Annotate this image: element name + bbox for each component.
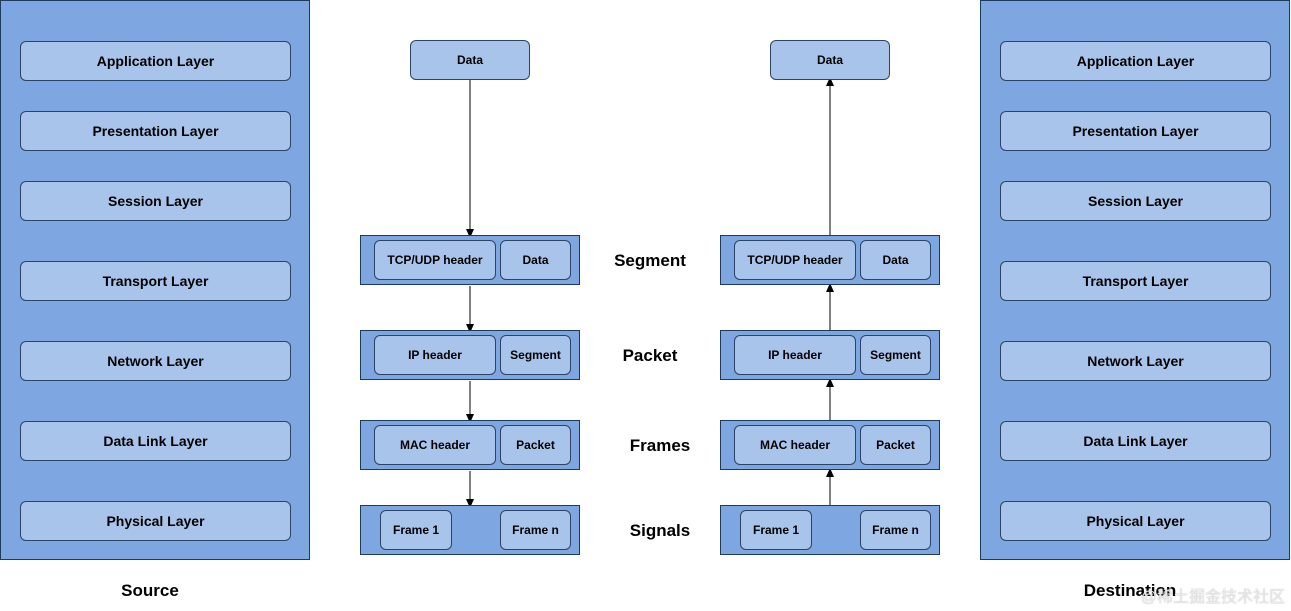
receiver-packet-segment: Segment: [860, 335, 931, 375]
unit-label-frames: Frames: [629, 436, 691, 455]
receiver-frame-bar: MAC header Packet: [720, 420, 940, 470]
source-panel: Application Layer Presentation Layer Ses…: [0, 0, 310, 560]
receiver-frame-1: Frame 1: [740, 510, 812, 550]
sender-segment-bar: TCP/UDP header Data: [360, 235, 580, 285]
source-session-layer: Session Layer: [20, 181, 291, 221]
unit-label-packet: Packet: [622, 346, 678, 365]
receiver-ip-header: IP header: [734, 335, 856, 375]
receiver-data-box: Data: [770, 40, 890, 80]
destination-network-layer: Network Layer: [1000, 341, 1271, 381]
sender-data-box: Data: [410, 40, 530, 80]
receiver-mac-header: MAC header: [734, 425, 856, 465]
receiver-segment-data: Data: [860, 240, 931, 280]
receiver-signal-bar: Frame 1 Frame n: [720, 505, 940, 555]
destination-session-layer: Session Layer: [1000, 181, 1271, 221]
source-presentation-layer: Presentation Layer: [20, 111, 291, 151]
sender-frame-bar: MAC header Packet: [360, 420, 580, 470]
receiver-frame-packet: Packet: [860, 425, 931, 465]
source-application-layer: Application Layer: [20, 41, 291, 81]
receiver-segment-bar: TCP/UDP header Data: [720, 235, 940, 285]
sender-mac-header: MAC header: [374, 425, 496, 465]
destination-physical-layer: Physical Layer: [1000, 501, 1271, 541]
sender-frame-1: Frame 1: [380, 510, 452, 550]
receiver-packet-bar: IP header Segment: [720, 330, 940, 380]
unit-label-signals: Signals: [629, 521, 691, 540]
watermark: @稀土掘金技术社区: [1140, 589, 1285, 606]
source-data-link-layer: Data Link Layer: [20, 421, 291, 461]
source-transport-layer: Transport Layer: [20, 261, 291, 301]
sender-packet-segment: Segment: [500, 335, 571, 375]
source-physical-layer: Physical Layer: [20, 501, 291, 541]
source-network-layer: Network Layer: [20, 341, 291, 381]
sender-tcp-udp-header: TCP/UDP header: [374, 240, 496, 280]
sender-frame-packet: Packet: [500, 425, 571, 465]
destination-caption: Destination: [1083, 581, 1177, 600]
sender-frame-n: Frame n: [500, 510, 571, 550]
receiver-tcp-udp-header: TCP/UDP header: [734, 240, 856, 280]
destination-transport-layer: Transport Layer: [1000, 261, 1271, 301]
sender-signal-bar: Frame 1 Frame n: [360, 505, 580, 555]
destination-application-layer: Application Layer: [1000, 41, 1271, 81]
sender-packet-bar: IP header Segment: [360, 330, 580, 380]
unit-label-segment: Segment: [614, 251, 686, 270]
destination-presentation-layer: Presentation Layer: [1000, 111, 1271, 151]
destination-data-link-layer: Data Link Layer: [1000, 421, 1271, 461]
source-caption: Source: [121, 581, 179, 600]
receiver-frame-n: Frame n: [860, 510, 931, 550]
sender-segment-data: Data: [500, 240, 571, 280]
sender-ip-header: IP header: [374, 335, 496, 375]
destination-panel: Application Layer Presentation Layer Ses…: [980, 0, 1290, 560]
